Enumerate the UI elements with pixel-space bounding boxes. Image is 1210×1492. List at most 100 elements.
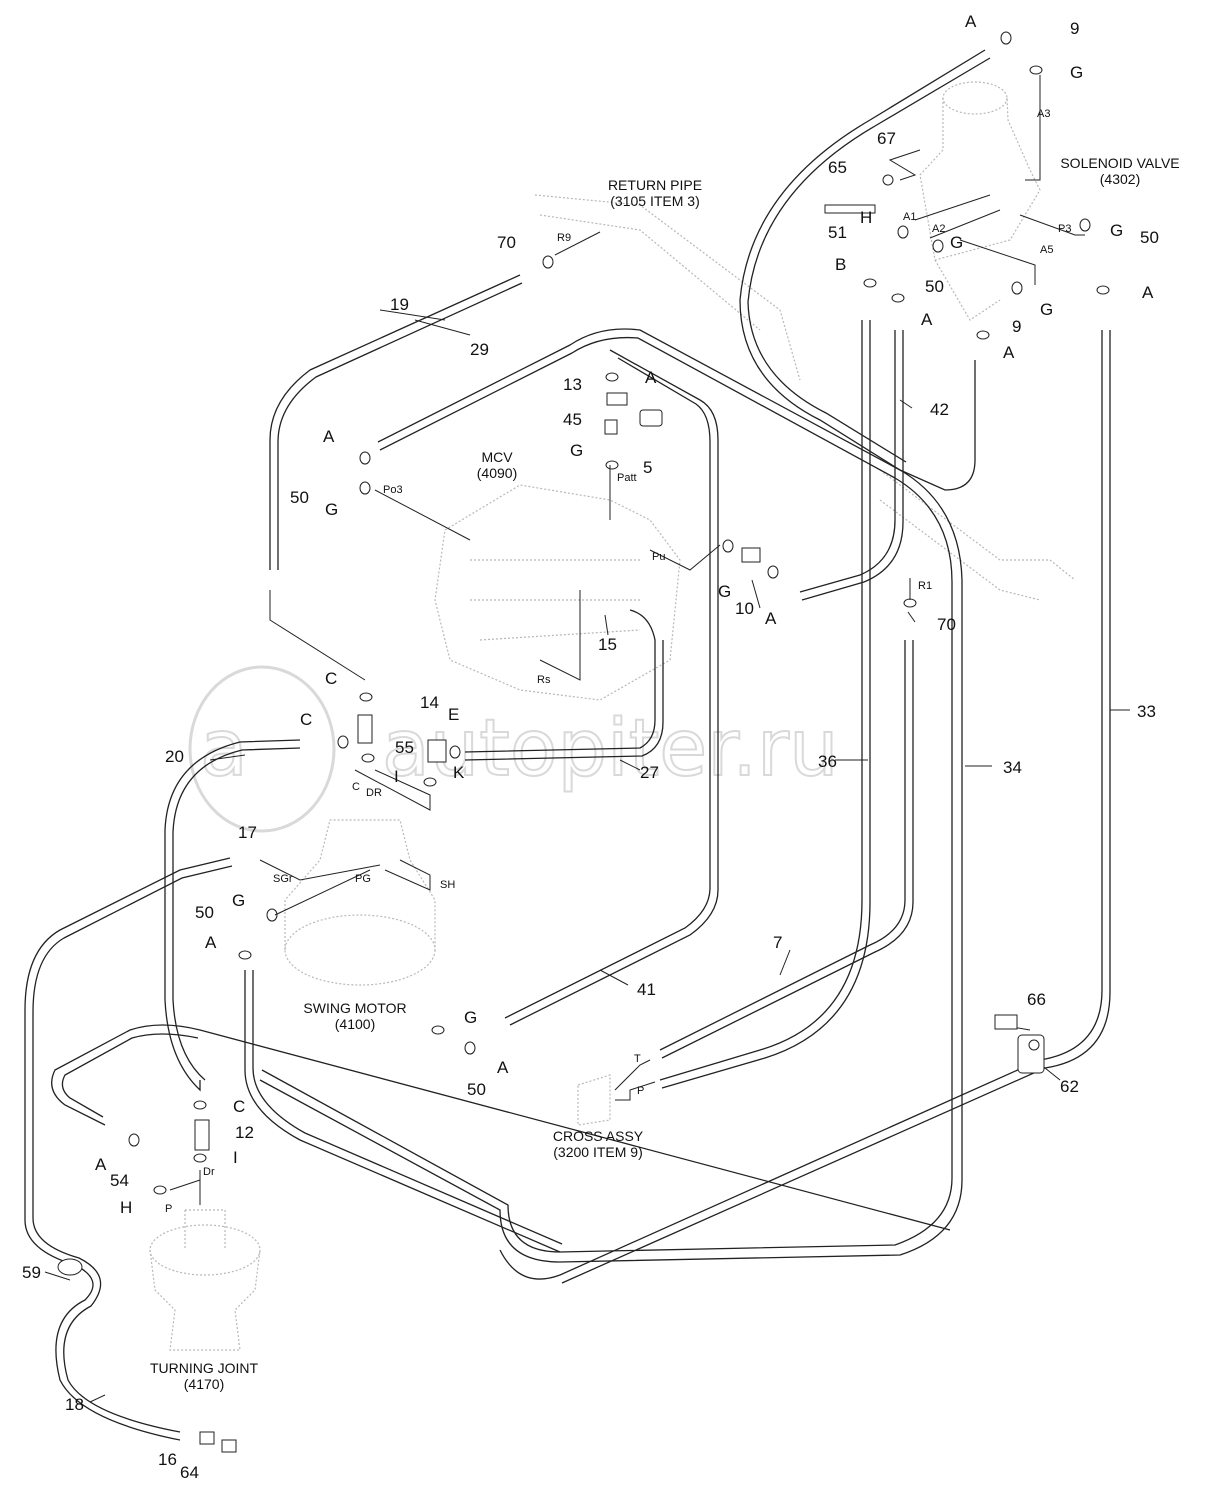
hose-top-9 bbox=[739, 49, 986, 471]
part-number-label: 33 bbox=[1137, 702, 1156, 721]
part-number-label: 7 bbox=[773, 933, 782, 952]
port-designator: SH bbox=[440, 879, 455, 891]
mcv-ghost bbox=[434, 484, 681, 701]
mcv-name: MCV bbox=[481, 449, 513, 465]
port-letter-label: A bbox=[921, 310, 933, 329]
hose-20 bbox=[164, 739, 301, 1092]
return-pipe-name: RETURN PIPE bbox=[608, 177, 702, 193]
part-number-label: 9 bbox=[1012, 317, 1021, 336]
hose-9-right bbox=[899, 360, 976, 491]
fitting-66 bbox=[994, 1014, 1018, 1030]
cross-assy-ghost bbox=[577, 1074, 611, 1126]
port-letter-label: A bbox=[323, 427, 335, 446]
return-pipe-ghost bbox=[534, 194, 1076, 601]
tee-55 bbox=[357, 714, 373, 744]
port-letter-label: A bbox=[95, 1155, 107, 1174]
hose-27 bbox=[464, 609, 656, 753]
port-designator: A5 bbox=[1040, 244, 1053, 256]
part-number-label: 27 bbox=[640, 763, 659, 782]
port-letter-label: A bbox=[1142, 283, 1154, 302]
port-designator: Dr bbox=[203, 1166, 215, 1178]
part-number-label: 45 bbox=[563, 410, 582, 429]
hoses bbox=[24, 49, 1111, 1441]
part-number-label: 17 bbox=[238, 823, 257, 842]
port-designator: A1 bbox=[903, 211, 916, 223]
part-number-label: 70 bbox=[937, 615, 956, 634]
port-letter-label: G bbox=[950, 233, 963, 252]
hose-19 bbox=[269, 274, 521, 570]
turning-joint-ref: (4170) bbox=[184, 1376, 224, 1392]
hose-41 bbox=[509, 349, 719, 1026]
cross-assy-ref: (3200 ITEM 9) bbox=[553, 1144, 642, 1160]
port-designator: Rs bbox=[537, 674, 551, 686]
part-number-label: 14 bbox=[420, 693, 439, 712]
part-number-label: 55 bbox=[395, 738, 414, 757]
port-letter-label: G bbox=[1110, 221, 1123, 240]
cross-assy-name: CROSS ASSY bbox=[553, 1128, 644, 1144]
port-letter-label: A bbox=[497, 1058, 509, 1077]
port-letter-label: H bbox=[860, 208, 872, 227]
fittings bbox=[57, 174, 1045, 1453]
solenoid-valve-ghost bbox=[919, 81, 1041, 321]
port-letter-label: G bbox=[1040, 300, 1053, 319]
turning-joint-name: TURNING JOINT bbox=[150, 1360, 259, 1376]
port-designator: R1 bbox=[918, 580, 932, 592]
part-number-label: 36 bbox=[818, 752, 837, 771]
fitting-64 bbox=[221, 1439, 237, 1453]
hose-54 bbox=[51, 1024, 951, 1231]
port-letter-label: C bbox=[325, 669, 337, 688]
port-designator: Patt bbox=[617, 472, 637, 484]
port-letter-label: B bbox=[835, 255, 846, 274]
port-letter-label: K bbox=[453, 763, 465, 782]
port-letter-label-extra: G bbox=[464, 1008, 477, 1027]
part-number-label: 10 bbox=[735, 599, 754, 618]
component-captions: RETURN PIPE (3105 ITEM 3) SOLENOID VALVE… bbox=[150, 155, 1180, 1392]
fitting-10 bbox=[741, 547, 761, 563]
port-letter-label: G bbox=[1070, 63, 1083, 82]
fitting-45 bbox=[604, 419, 618, 435]
port-letter-labels: A G H B G A G A G A A A G G A C C E I K … bbox=[95, 12, 1154, 1217]
turning-joint-ghost bbox=[149, 1209, 261, 1351]
port-letter-label: G bbox=[325, 500, 338, 519]
port-letter-label: C bbox=[300, 710, 312, 729]
part-number-label: 42 bbox=[930, 400, 949, 419]
part-number-label: 70 bbox=[497, 233, 516, 252]
port-designator: PG bbox=[355, 873, 371, 885]
port-designators: A3 A1 A2 P3 A5 R9 Patt Po3 Pu R1 Rs DR C… bbox=[165, 108, 1071, 1215]
mcv-ref: (4090) bbox=[477, 465, 517, 481]
part-number-label: 18 bbox=[65, 1395, 84, 1414]
port-designator: Po3 bbox=[383, 484, 403, 496]
port-designator: SGr bbox=[273, 873, 293, 885]
port-designator: DR bbox=[366, 787, 382, 799]
port-letter-label: E bbox=[448, 705, 459, 724]
solenoid-valve-name: SOLENOID VALVE bbox=[1060, 155, 1179, 171]
solenoid-valve-ref: (4302) bbox=[1100, 171, 1140, 187]
fitting-5 bbox=[639, 409, 663, 427]
swing-motor-ghost bbox=[284, 819, 436, 986]
return-pipe-ref: (3105 ITEM 3) bbox=[610, 193, 699, 209]
number-leaders bbox=[44, 309, 1130, 1403]
port-letter-label: G bbox=[232, 891, 245, 910]
port-letter-label: H bbox=[120, 1198, 132, 1217]
part-number-label: 65 bbox=[828, 158, 847, 177]
fitting-13 bbox=[606, 392, 628, 406]
fitting-16 bbox=[199, 1431, 215, 1445]
part-number-label: 29 bbox=[470, 340, 489, 359]
part-number-label: 5 bbox=[643, 458, 652, 477]
port-designator: R9 bbox=[557, 232, 571, 244]
watermark-a: a bbox=[200, 704, 248, 794]
port-letter-label: G bbox=[570, 441, 583, 460]
part-number-label: 19 bbox=[390, 295, 409, 314]
part-number-label: 41 bbox=[637, 980, 656, 999]
port-letter-label: G bbox=[718, 582, 731, 601]
part-number-label: 64 bbox=[180, 1463, 199, 1482]
hose-18 bbox=[24, 857, 231, 1441]
part-number-label: 59 bbox=[22, 1263, 41, 1282]
part-number-label: 34 bbox=[1003, 758, 1022, 777]
port-designator: A2 bbox=[932, 223, 945, 235]
swing-motor-name: SWING MOTOR bbox=[303, 1000, 406, 1016]
hose-50-vertical bbox=[244, 970, 561, 1253]
part-number-label: 9 bbox=[1070, 19, 1079, 38]
